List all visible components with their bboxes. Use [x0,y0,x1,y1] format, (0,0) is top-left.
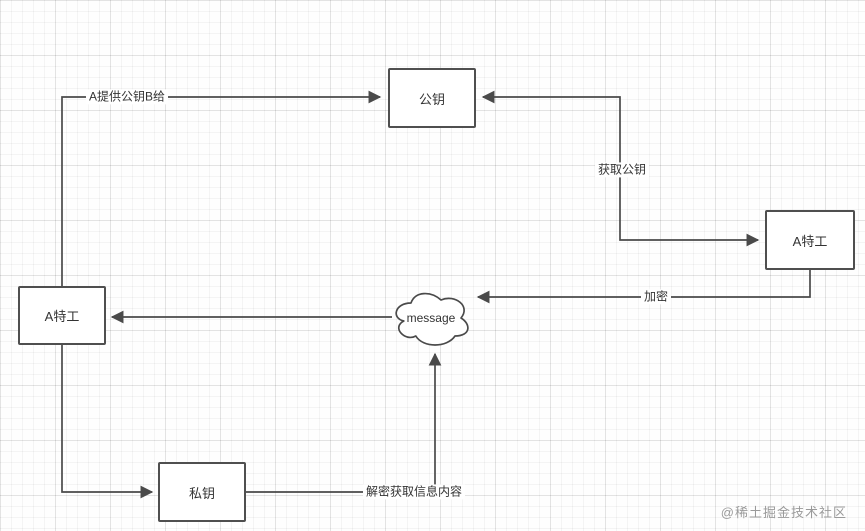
node-agent-b: A特工 [765,210,855,270]
edge-label-decrypt: 解密获取信息内容 [362,484,466,500]
node-agent-a-label: A特工 [44,309,80,324]
edge-agent-to-private-key [61,345,154,499]
node-agent-a: A特工 [18,286,106,345]
message-cloud-shape [395,292,469,346]
edge-decrypt [246,352,442,493]
edge-label-provide-public-key: A提供公钥B给 [85,89,169,105]
edge-provide-public-key [61,90,382,286]
edge-label-encrypt: 加密 [640,289,672,305]
node-agent-b-label: A特工 [792,233,828,249]
edge-encrypt [476,270,811,304]
node-public-key: 公钥 [388,68,476,128]
edge-label-fetch-public-key: 获取公钥 [594,162,650,178]
node-private-key-label: 私钥 [188,485,215,501]
node-private-key: 私钥 [158,462,246,522]
node-public-key-label: 公钥 [418,91,445,107]
watermark: @稀土掘金技术社区 [720,505,847,520]
